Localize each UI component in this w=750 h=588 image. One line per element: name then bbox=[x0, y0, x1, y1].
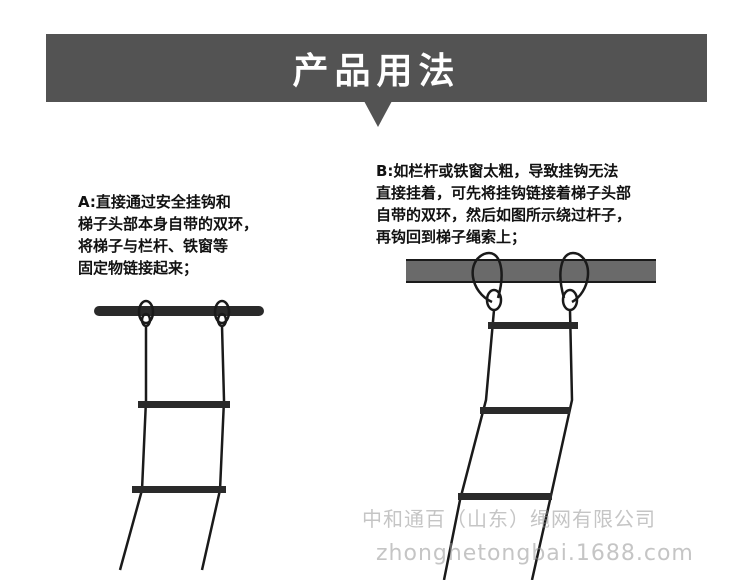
header-banner: 产品用法 bbox=[46, 34, 707, 102]
ladder-ropes bbox=[118, 325, 226, 571]
ladder-ropes bbox=[442, 309, 574, 580]
watermark-url: zhonghetongbai.1688.com bbox=[376, 541, 694, 566]
thick-bar bbox=[406, 259, 656, 283]
instruction-a-line: A:直接通过安全挂钩和 bbox=[78, 193, 231, 211]
ladder-direct-hook-illustration bbox=[94, 299, 264, 571]
instruction-a-line: 将梯子与栏杆、铁窗等 bbox=[78, 237, 229, 255]
instruction-b-line: 再钩回到梯子绳索上； bbox=[376, 228, 527, 246]
page-title: 产品用法 bbox=[292, 51, 461, 92]
ladder-rungs bbox=[458, 322, 578, 500]
instruction-b-line: 自带的双环，然后如图所示绕过杆子， bbox=[376, 206, 632, 224]
ladder-wrap-around-illustration bbox=[406, 251, 656, 580]
instruction-a: A:直接通过安全挂钩和 梯子头部本身自带的双环， 将梯子与栏杆、铁窗等 固定物链… bbox=[78, 191, 258, 279]
header-pointer bbox=[364, 101, 392, 127]
rail-bar bbox=[94, 306, 264, 316]
instruction-b-line: 直接挂着，可先将挂钩链接着梯子头部 bbox=[376, 184, 632, 202]
instruction-a-line: 固定物链接起来； bbox=[78, 259, 199, 277]
instruction-b: B:如栏杆或铁窗太粗，导致挂钩无法 直接挂着，可先将挂钩链接着梯子头部 自带的双… bbox=[376, 160, 631, 248]
instruction-b-line: B:如栏杆或铁窗太粗，导致挂钩无法 bbox=[376, 162, 619, 180]
instruction-a-line: 梯子头部本身自带的双环， bbox=[78, 215, 259, 233]
ladder-rungs bbox=[132, 401, 230, 493]
watermark-company: 中和通百（山东）绳网有限公司 bbox=[362, 507, 656, 531]
